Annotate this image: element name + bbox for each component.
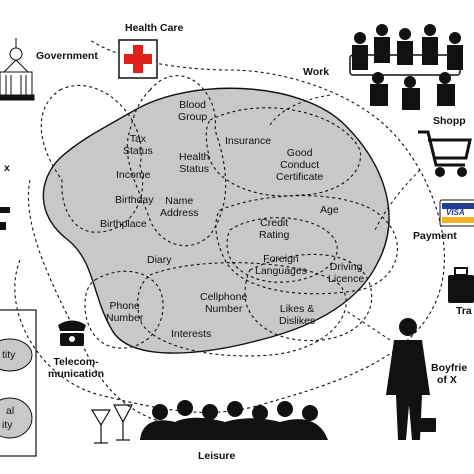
context-shopping: Shopp — [433, 115, 466, 127]
context-left-ity: ity — [2, 419, 13, 431]
red-cross-icon — [118, 39, 158, 79]
region-shopping — [215, 195, 398, 295]
context-government: Government — [36, 50, 98, 62]
outer-dashed-loop — [14, 39, 445, 413]
connector-shopping — [374, 169, 421, 231]
card-brand-label: VISA — [446, 208, 465, 217]
left-gear-icon — [0, 207, 10, 230]
context-travel: Tra — [456, 305, 472, 317]
left-ellipse-2 — [0, 397, 33, 439]
outer-dashed-loop-2 — [27, 179, 201, 427]
cocktail-glasses-icon — [90, 404, 133, 444]
region-telecom — [84, 270, 164, 349]
context-work: Work — [303, 66, 330, 78]
region-health-care — [126, 75, 227, 247]
capitol-building-icon — [0, 38, 35, 101]
region-work — [205, 107, 362, 197]
meeting-people-icon — [349, 24, 463, 110]
attr-birthday: Birthday — [115, 194, 154, 206]
left-frame — [0, 309, 37, 457]
audience-silhouette-icon — [140, 400, 328, 440]
luggage-icon — [448, 267, 474, 303]
businessman-silhouette-icon — [386, 318, 436, 440]
context-payment: Payment — [413, 230, 457, 242]
shopping-cart-icon — [418, 130, 472, 177]
attr-income: Income — [116, 169, 151, 181]
attr-interests: Interests — [171, 328, 212, 340]
region-government — [40, 84, 144, 233]
context-left-x: x — [4, 162, 10, 174]
context-health-care: Health Care — [125, 22, 184, 34]
attr-diary: Diary — [147, 254, 172, 266]
attr-birthplace: Birthplace — [100, 218, 147, 230]
context-leisure: Leisure — [198, 450, 236, 462]
left-ellipse-1 — [0, 338, 33, 372]
credit-card-icon — [439, 199, 474, 227]
context-left-tity: tity — [2, 349, 16, 361]
connector-work — [269, 94, 331, 126]
connector-boyfriend — [344, 309, 391, 341]
region-boyfriend — [244, 253, 373, 342]
context-telecommunication: Telecom-munication — [48, 356, 105, 380]
attr-insurance: Insurance — [225, 135, 272, 147]
context-left-al: al — [6, 405, 15, 417]
attr-likes-dislikes: Likes &Dislikes — [279, 303, 316, 327]
attr-age: Age — [320, 204, 339, 216]
region-leisure — [137, 262, 347, 357]
telephone-icon — [58, 320, 86, 346]
region-payment — [226, 217, 338, 283]
